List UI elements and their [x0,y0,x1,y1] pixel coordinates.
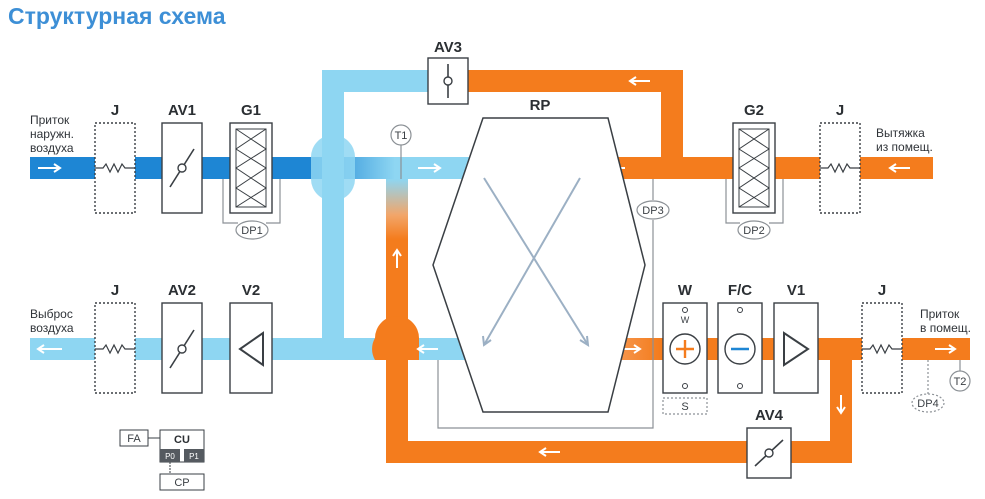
flexible-connector-j4 [861,302,903,394]
duct-recirc-vertical [386,179,408,239]
cp-label: CP [174,477,189,489]
dp4-label: DP4 [917,398,938,410]
av3-label: AV3 [434,39,462,56]
fc-label: F/C [728,282,752,299]
cooler-fc [717,302,763,394]
damper-av2 [161,302,203,394]
rp-label: RP [530,97,551,114]
t1-bubble [390,124,412,146]
dp4-bubble [911,393,945,413]
dp2-label: DP2 [743,225,764,237]
flexible-connector-j3 [819,122,861,214]
v2-label: V2 [242,282,260,299]
flow-arrows [36,76,957,457]
fan-v1 [773,302,819,394]
rp-cross-flow [482,177,590,347]
t2-label: T2 [954,376,967,388]
w-inner-label: W [681,315,690,325]
duct-crossover-bottom [372,316,419,360]
outdoor-inlet-label-3: воздуха [30,141,74,155]
s-label: S [681,401,688,413]
duct-recirc-bottom [386,441,852,463]
dp1-bubble [235,220,269,240]
duct-av3-riser [661,70,683,178]
outdoor-inlet-label-2: наружн. [30,127,74,141]
g2-label: G2 [744,102,764,119]
extract-label-2: из помещ. [876,140,933,154]
g1-label: G1 [241,102,261,119]
dp3-bubble [636,200,670,220]
pressure-sensor-dp1-lines [222,179,281,224]
diagram-title: Структурная схема [8,3,226,29]
t1-label: T1 [395,130,408,142]
p1-label: P1 [189,452,199,461]
flexible-connector-j1 [94,122,136,214]
dp2-bubble [737,220,771,240]
duct-crossover-top [311,135,355,201]
flexible-connector-j2 [94,302,136,394]
v1-label: V1 [787,282,805,299]
cu-label: CU [174,434,190,446]
av4-label: AV4 [755,407,784,424]
dp3-label: DP3 [642,205,663,217]
pressure-sensor-dp3-lines [437,179,654,429]
j1-label: J [111,102,119,119]
fa-label: FA [127,433,141,445]
filter-g2 [732,122,776,214]
t2-bubble [949,370,971,392]
p0-port [160,449,180,462]
av1-label: AV1 [168,102,196,119]
j4-label: J [878,282,886,299]
s-sensor-box [662,397,708,415]
supply-label-2: в помещ. [920,321,971,335]
filter-g1 [229,122,273,214]
j3-label: J [836,102,844,119]
duct-av3-orange [468,70,683,92]
damper-av3 [427,57,469,105]
water-heater-w [662,302,708,394]
w-label: W [678,282,693,299]
outdoor-inlet-label-1: Приток [30,113,70,127]
cp-box [159,473,205,491]
p0-label: P0 [165,452,175,461]
extract-label-1: Вытяжка [876,126,925,140]
damper-av1 [161,122,203,214]
duct-bypass-top [322,70,432,92]
supply-label-1: Приток [920,307,960,321]
exhaust-label-1: Выброс [30,307,73,321]
av2-label: AV2 [168,282,196,299]
fan-v2 [229,302,273,394]
p1-port [184,449,204,462]
dp1-label: DP1 [241,225,262,237]
pressure-sensor-dp2-lines [725,179,784,224]
duct-bypass-vertical [322,70,344,360]
j2-label: J [111,282,119,299]
exhaust-label-2: воздуха [30,321,74,335]
damper-av4 [746,427,792,479]
